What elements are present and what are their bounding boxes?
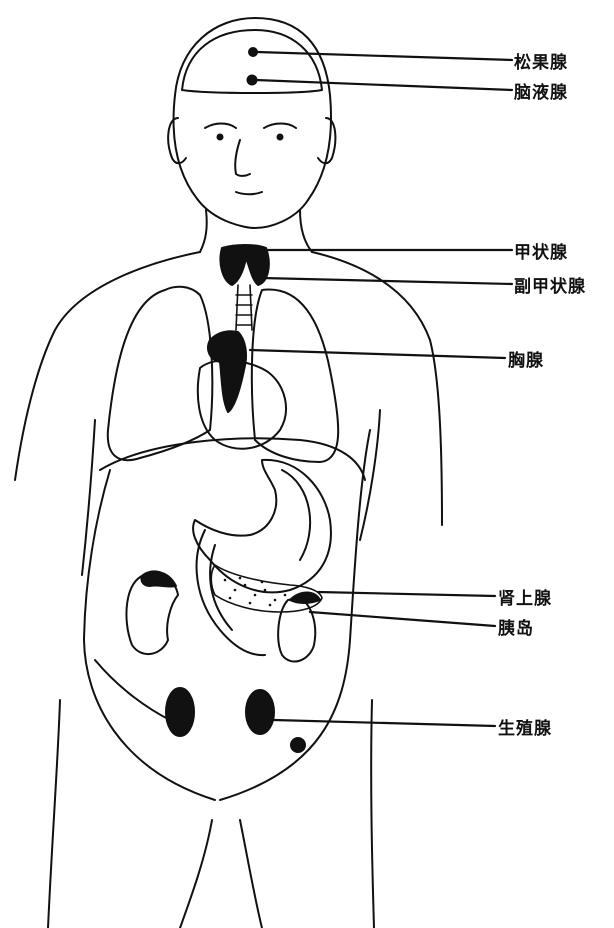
label-adrenal: 肾上腺 [498, 584, 552, 609]
adrenal-gland [141, 571, 176, 586]
nose [235, 140, 250, 176]
mouth [236, 192, 262, 194]
gonad-small [291, 738, 305, 752]
gonad-right [246, 690, 274, 734]
right-eye [278, 135, 283, 140]
label-pituitary: 脑液腺 [514, 78, 568, 103]
trachea [236, 285, 252, 330]
duodenum [197, 530, 265, 655]
duodenum-inner [210, 545, 232, 630]
left-lung [108, 287, 213, 460]
belly-line [95, 660, 170, 720]
label-thyroid: 甲状腺 [514, 238, 568, 263]
right-lung [252, 290, 338, 462]
pancreas [211, 565, 322, 612]
label-parathyroid: 副甲状腺 [514, 272, 586, 297]
left-eye [218, 135, 223, 140]
right-leg-inner [240, 820, 262, 928]
left-leg-outer [48, 700, 60, 928]
label-gonad: 生殖腺 [498, 714, 552, 739]
right-eyebrow [264, 124, 296, 129]
left-leg-inner [180, 820, 212, 928]
head-outline [174, 18, 331, 200]
diaphragm [100, 438, 365, 480]
right-shoulder-arm [312, 252, 442, 525]
right-leg-outer [371, 700, 374, 928]
leader-lines [250, 52, 512, 726]
label-pineal: 松果腺 [514, 48, 568, 73]
adrenal-right [290, 593, 320, 604]
label-thymus: 胸腺 [508, 346, 544, 371]
jaw [198, 200, 308, 228]
thymus-gland [208, 331, 246, 412]
pineal-gland [249, 48, 257, 56]
neck-left [200, 210, 207, 252]
left-inner-arm [82, 420, 95, 575]
left-eyebrow [205, 124, 236, 129]
gonad-left [166, 688, 194, 736]
label-pancreas: 胰岛 [498, 614, 534, 639]
stomach-inner [282, 470, 310, 560]
neck-right [300, 210, 312, 252]
